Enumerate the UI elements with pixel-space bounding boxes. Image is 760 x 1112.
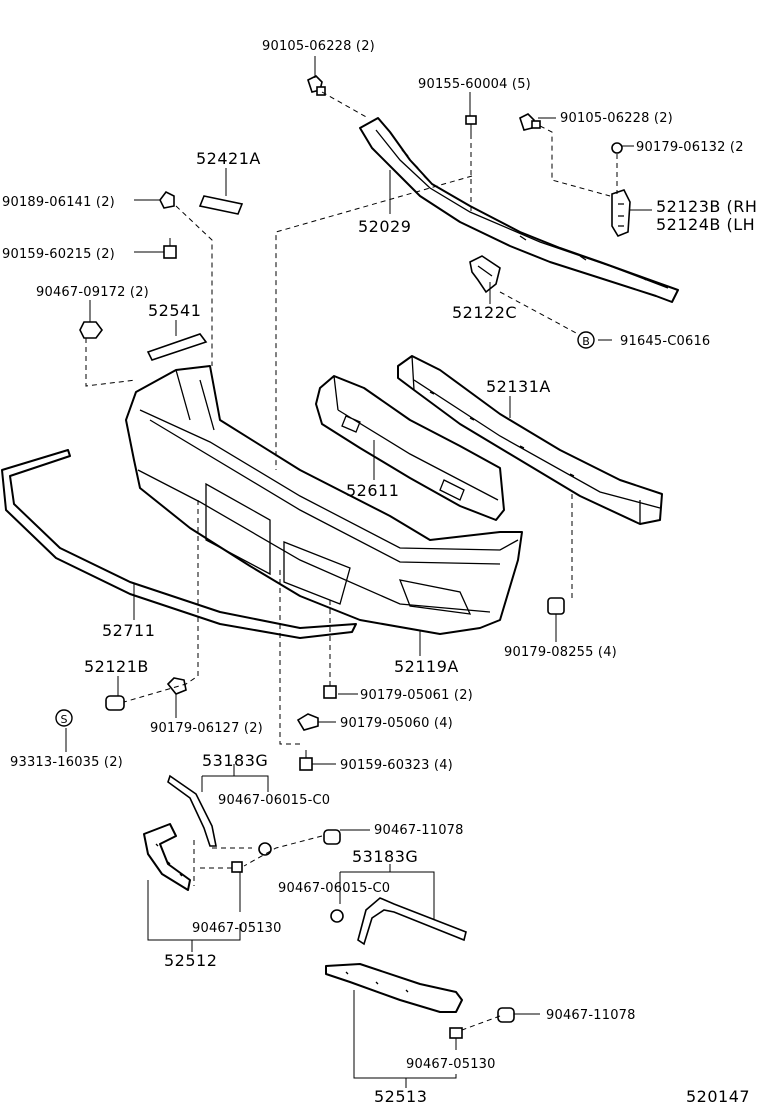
label-screw-top: 90155-60004 (5) [418,77,531,92]
label-extension-right: 52513 [374,1087,427,1106]
label-nut-top-right: 90179-06132 (2 [636,140,744,155]
label-seal-upper: 52541 [148,301,201,320]
nut-top-right-icon [611,142,623,154]
label-plate: 52421A [196,149,261,168]
nut-right-lower-icon [547,597,565,615]
label-clip-lower: 90159-60323 (4) [340,758,453,773]
label-screw-s: 93313-16035 (2) [10,755,123,770]
nut-1-icon [323,685,337,699]
clip-lower-icon [299,750,313,771]
retainer-icon [611,189,631,237]
label-clip-left-2: 90159-60215 (2) [2,247,115,262]
label-reinforcement-upper: 52029 [358,217,411,236]
label-retainer-rh: 52123B (RH [656,197,757,216]
moulding [1,449,357,639]
label-clip-left-3: 90467-09172 (2) [36,285,149,300]
clip-left-2-icon [163,238,177,259]
label-bolt-top-right: 90105-06228 (2) [560,111,673,126]
label-plate-icon [198,195,244,215]
label-bumper-cover: 52119A [394,657,459,676]
label-clip-left-1: 90189-06141 (2) [2,195,115,210]
label-spacer: 52121B [84,657,149,676]
leader-lines [65,56,652,1088]
clip-ext-left-2-icon [323,829,341,845]
label-extension-upper-left: 53183G [202,751,268,770]
label-clip-ext-left: 90467-06015-C0 [218,793,330,808]
clip-right-lower-icon [497,1007,515,1023]
part-labels: 90105-06228 (2) 90155-60004 (5) 90105-06… [2,39,757,1106]
marker-b-icon: B [577,331,595,349]
label-clip-ext-left-2: 90467-11078 [374,823,464,838]
label-moulding: 52711 [102,621,155,640]
bumper-cover [125,365,523,635]
extension-left [143,823,191,891]
clip-ext-right-icon [330,909,344,923]
label-bolt-b: 91645-C0616 [620,334,710,349]
bracket-icon [469,255,501,294]
label-bracket: 52122C [452,303,517,322]
label-clip-left-lower: 90467-05130 [192,921,282,936]
svg-text:B: B [582,335,590,348]
label-nut-1: 90179-05061 (2) [360,688,473,703]
label-absorber: 52611 [346,481,399,500]
label-bolt-top-left: 90105-06228 (2) [262,39,375,54]
marker-s-icon: S [55,709,73,727]
spacer-icon [105,695,125,711]
nut-spacer-icon [166,677,187,695]
bolt-top-right-icon [519,113,541,131]
label-nut-spacer: 90179-06127 (2) [150,721,263,736]
screw-top-icon [465,115,477,134]
clip-left-3-icon [79,321,103,339]
extension-upper-left [167,774,217,847]
extension-right [325,963,463,1013]
diagram-id: 520147 [686,1087,750,1106]
label-extension-upper-right: 53183G [352,847,418,866]
label-retainer-lh: 52124B (LH [656,215,755,234]
clip-ext-left-icon [258,842,272,856]
label-clip-right-lower: 90467-11078 [546,1008,636,1023]
clip-left-lower-icon [231,861,243,873]
reinforcement-front [397,355,663,525]
assembly-lines [85,91,618,1031]
label-extension-left: 52512 [164,951,217,970]
absorber [315,375,505,521]
label-nut-right-lower: 90179-08255 (4) [504,645,617,660]
clip-right-lower-2-icon [449,1027,463,1039]
svg-text:S: S [61,713,68,726]
label-clip-right-lower-2: 90467-05130 [406,1057,496,1072]
nut-2-icon [296,713,319,731]
reinforcement-upper [359,117,679,303]
extension-upper-right [357,897,467,946]
clip-left-1-icon [159,190,175,209]
label-clip-ext-right: 90467-06015-C0 [278,881,390,896]
label-nut-2: 90179-05060 (4) [340,716,453,731]
label-reinforcement-front: 52131A [486,377,551,396]
seal-upper-icon [146,333,208,361]
